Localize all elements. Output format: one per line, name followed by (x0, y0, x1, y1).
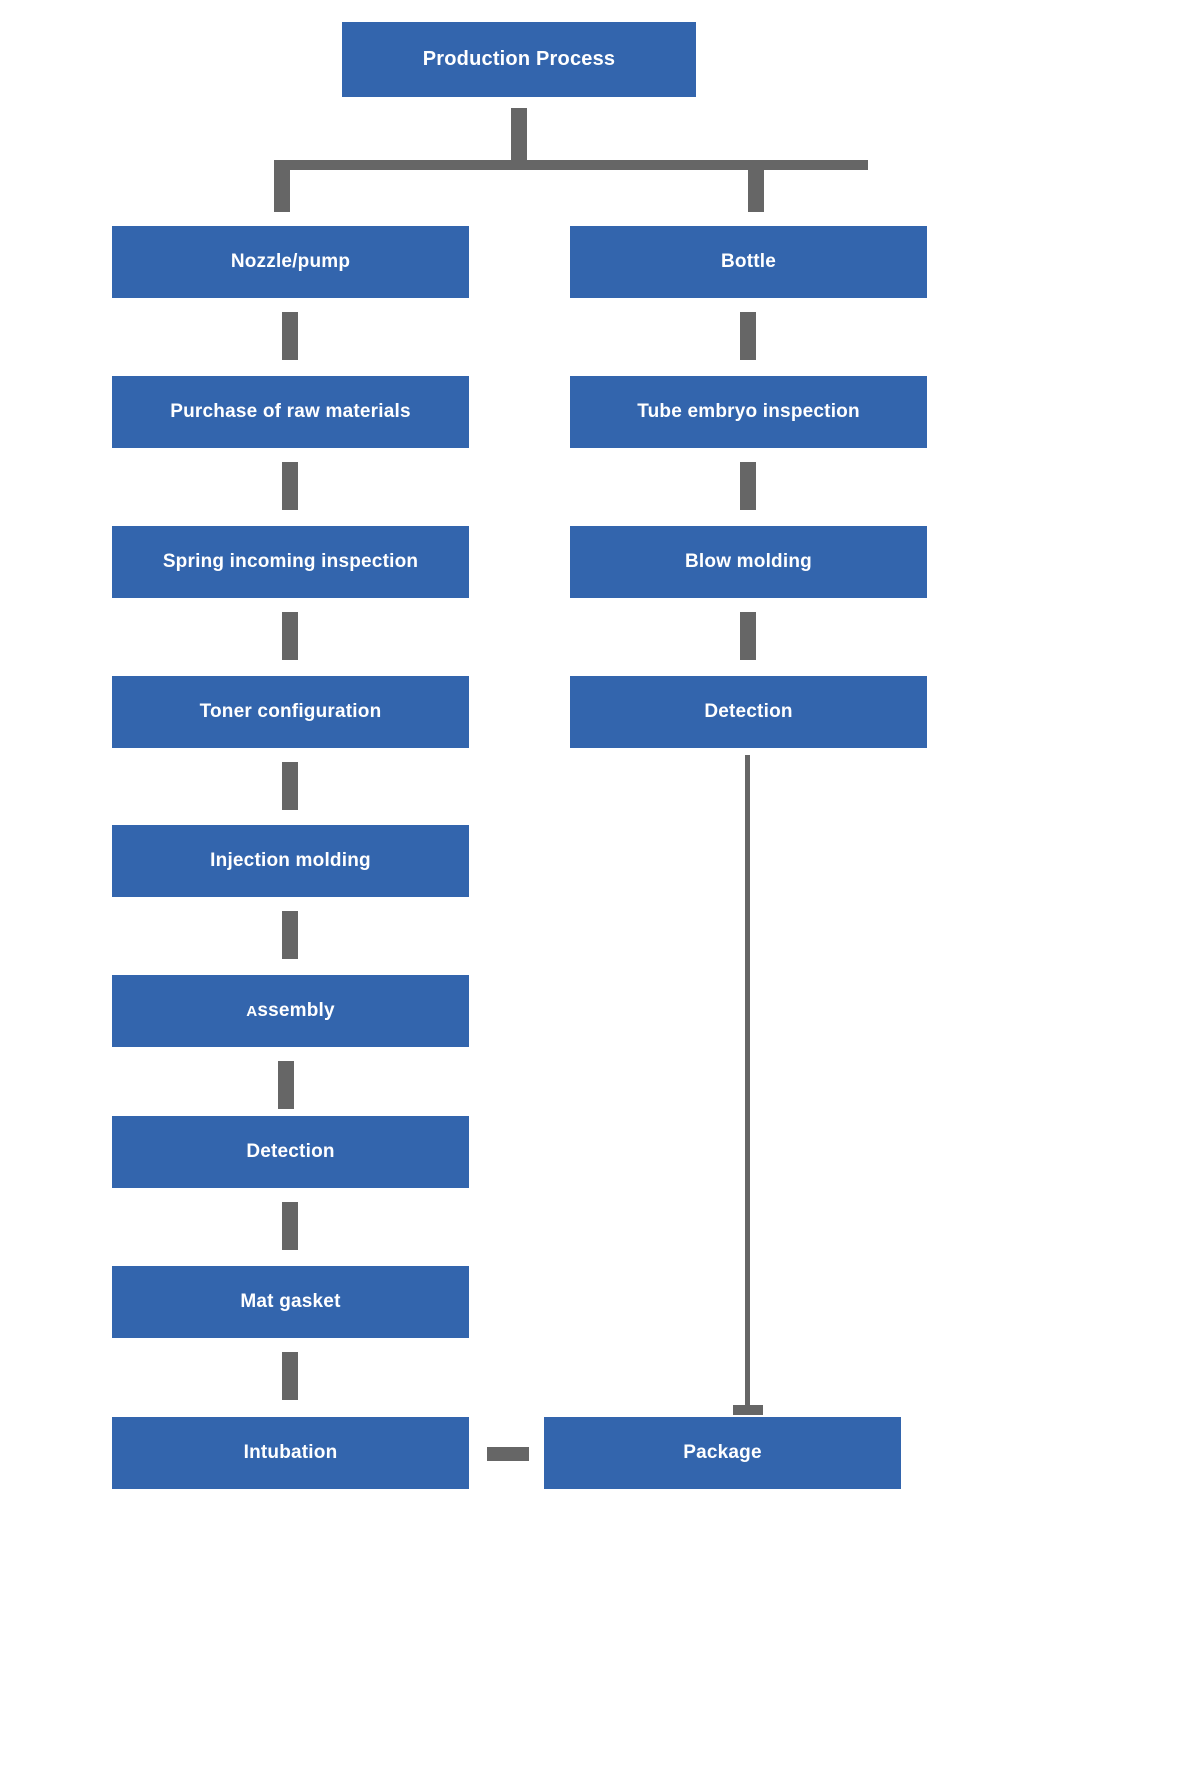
node-detection-right[interactable]: Detection (570, 676, 927, 748)
connector-detection-to-package-foot (733, 1405, 763, 1415)
node-label: Assembly (246, 1000, 335, 1022)
connector-split-right-drop (748, 160, 764, 212)
node-purchase-of-raw-materials[interactable]: Purchase of raw materials (112, 376, 469, 448)
node-toner-configuration[interactable]: Toner configuration (112, 676, 469, 748)
connector-intubation-to-package (487, 1447, 529, 1461)
node-label: Detection (246, 1141, 335, 1163)
node-label: Detection (704, 701, 793, 723)
connector-left-6 (278, 1061, 294, 1109)
connector-left-7 (282, 1202, 298, 1250)
connector-detection-to-package-line (745, 755, 750, 1410)
node-blow-molding[interactable]: Blow molding (570, 526, 927, 598)
connector-left-1 (282, 312, 298, 360)
connector-right-3 (740, 612, 756, 660)
node-mat-gasket[interactable]: Mat gasket (112, 1266, 469, 1338)
node-spring-incoming-inspection[interactable]: Spring incoming inspection (112, 526, 469, 598)
node-bottle[interactable]: Bottle (570, 226, 927, 298)
connector-right-2 (740, 462, 756, 510)
connector-left-4 (282, 762, 298, 810)
node-label: Production Process (422, 48, 616, 70)
node-label: Mat gasket (240, 1291, 341, 1313)
connector-split-right-elbow (748, 160, 868, 170)
node-nozzle-pump[interactable]: Nozzle/pump (112, 226, 469, 298)
connector-left-8 (282, 1352, 298, 1400)
node-intubation[interactable]: Intubation (112, 1417, 469, 1489)
node-tube-embryo-inspection[interactable]: Tube embryo inspection (570, 376, 927, 448)
connector-root-stem (511, 108, 527, 160)
connector-split-bar (312, 160, 868, 170)
node-label: Tube embryo inspection (637, 401, 860, 423)
connector-split-left-elbow (274, 160, 318, 170)
node-label: Nozzle/pump (230, 251, 351, 273)
node-label: Toner configuration (199, 701, 382, 723)
node-label: Package (683, 1442, 762, 1464)
node-label: Spring incoming inspection (162, 551, 419, 573)
connector-split-left-drop (274, 160, 290, 212)
connector-left-2 (282, 462, 298, 510)
connector-left-3 (282, 612, 298, 660)
node-injection-molding[interactable]: Injection molding (112, 825, 469, 897)
node-detection-left[interactable]: Detection (112, 1116, 469, 1188)
connector-left-5 (282, 911, 298, 959)
connector-right-1 (740, 312, 756, 360)
node-assembly[interactable]: Assembly (112, 975, 469, 1047)
node-label: Injection molding (210, 850, 371, 872)
node-label: Bottle (720, 251, 777, 273)
node-package[interactable]: Package (544, 1417, 901, 1489)
node-label: Blow molding (685, 551, 812, 573)
node-production-process[interactable]: Production Process (342, 22, 696, 97)
node-label: Purchase of raw materials (170, 401, 411, 423)
node-label: Intubation (243, 1442, 338, 1464)
